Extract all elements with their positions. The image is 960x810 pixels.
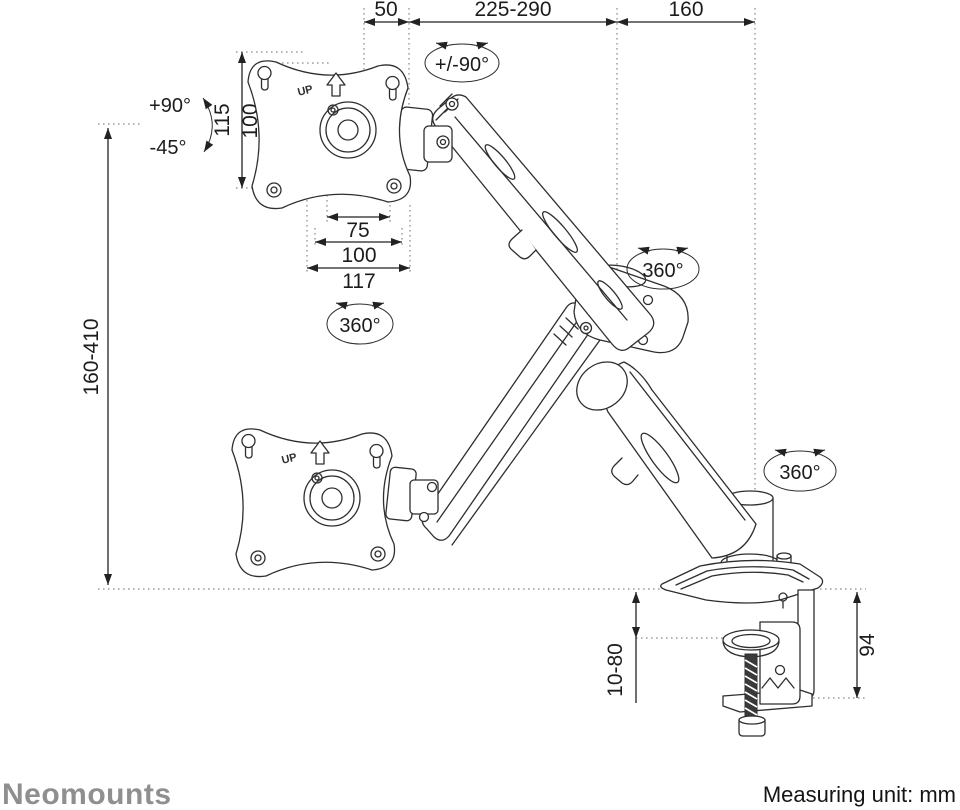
- lower-link-bracket: [385, 466, 439, 523]
- dim-clamp-height: 94: [856, 633, 879, 657]
- dim-top-offset: 50: [374, 0, 397, 21]
- vesa-horizontal-dimensions: 75 100 117: [307, 213, 410, 293]
- vesa-plate-upper: UP: [247, 60, 412, 210]
- height-dimension: 160-410: [80, 128, 112, 585]
- top-dimensions: 50 225-290 160: [364, 0, 755, 26]
- upper-arm-raised: [432, 93, 655, 351]
- desk-clamp: [722, 589, 815, 737]
- tilt-down-label: -45°: [150, 137, 187, 159]
- pan-label: +/-90°: [435, 54, 489, 76]
- dim-rear-arm: 160: [668, 0, 703, 21]
- measuring-unit-note: Measuring unit: mm: [762, 782, 956, 807]
- tilt-arc-arrow: [202, 97, 214, 153]
- vesa-plate-lower: [231, 428, 396, 578]
- dim-vesa100-h: 100: [341, 244, 376, 267]
- dim-height-range: 160-410: [80, 318, 103, 395]
- rotation-annotations: +/-90° 360° 360° 360°: [326, 41, 837, 492]
- swivel-elbow-annotation: 360°: [626, 246, 700, 290]
- dim-vesa75-h: 75: [346, 219, 369, 242]
- tilt-annotation: +90° -45°: [149, 95, 214, 159]
- clamp-dimensions: 10-80 94: [604, 592, 879, 703]
- swivel-base-annotation: 360°: [763, 448, 837, 492]
- swivel-head-label: 360°: [339, 315, 380, 337]
- up-label: UP: [296, 83, 314, 98]
- swivel-head-annotation: 360°: [326, 301, 394, 345]
- up-arrow-icon: [326, 72, 346, 97]
- dim-arm-extension: 225-290: [474, 0, 551, 21]
- swivel-elbow-label: 360°: [642, 260, 683, 282]
- arm-lowered-position: [421, 302, 601, 546]
- dim-plate-height: 115: [211, 103, 234, 136]
- desk-base-plate: [660, 552, 824, 609]
- neomounts-logo: Neomounts: [2, 778, 172, 810]
- tilt-up-label: +90°: [149, 95, 191, 117]
- dim-plate-width: 117: [342, 270, 375, 293]
- pan-annotation: +/-90°: [424, 41, 500, 83]
- vesa-head-bracket: [394, 97, 459, 172]
- dim-desk-thickness: 10-80: [604, 643, 627, 697]
- swivel-base-label: 360°: [779, 462, 820, 484]
- lower-arm: [576, 361, 757, 559]
- monitor-arm-illustration: UP: [231, 60, 824, 737]
